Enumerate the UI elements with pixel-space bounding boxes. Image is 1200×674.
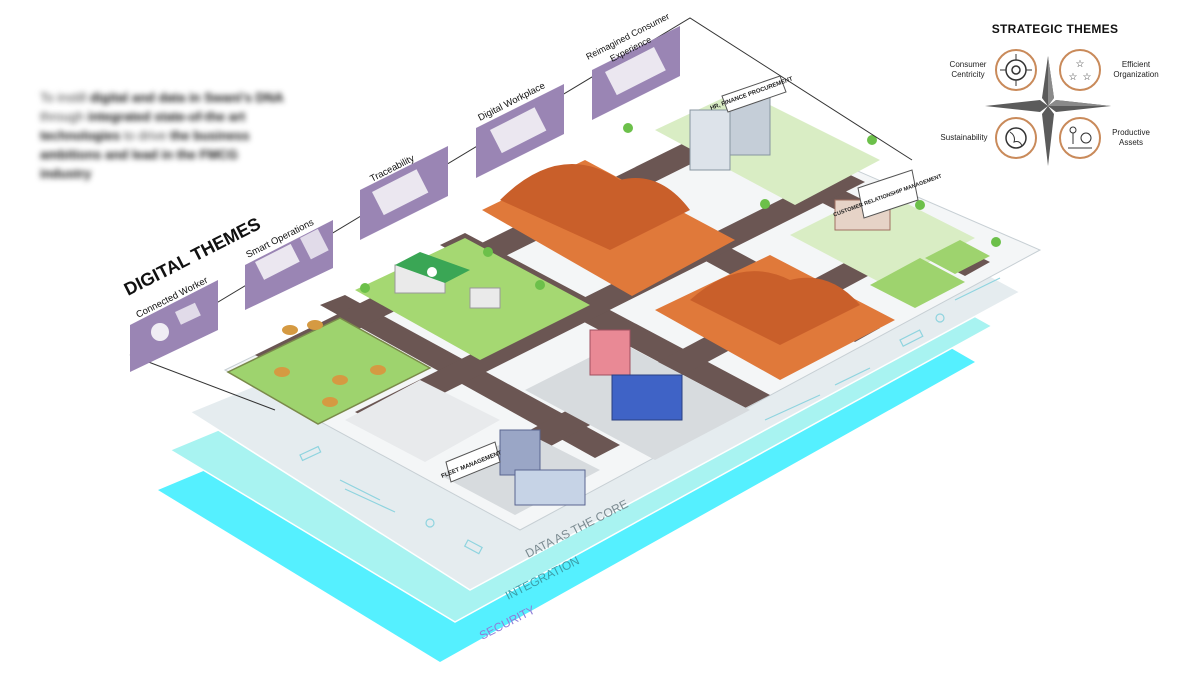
- data-layer-ui-marks: [299, 277, 1001, 555]
- theme-card-digital-workplace: [476, 84, 564, 178]
- person-coin-icon: [1059, 117, 1101, 159]
- svg-text:☆: ☆: [1076, 59, 1085, 70]
- theme-card-connected-worker: [130, 280, 218, 372]
- intro-seg-3: integrated state-of-the art technologies: [40, 109, 246, 143]
- intro-seg-2: through: [40, 109, 88, 124]
- strategic-label-consumer-centricity: Consumer Centricity: [949, 60, 987, 79]
- strategic-label-productive-assets: Productive Assets: [1112, 128, 1150, 147]
- target-icon: [995, 49, 1037, 91]
- svg-text:☆: ☆: [1069, 72, 1078, 83]
- processing-block: [345, 380, 500, 462]
- compass-diagram: ☆ ☆ ☆: [985, 49, 1111, 166]
- intro-seg-1: digital and data in Swani's DNA: [89, 90, 284, 105]
- strategic-label-efficient-organization: Efficient Organization: [1113, 60, 1159, 79]
- intro-seg-0: To instill: [40, 90, 90, 105]
- camels: [274, 320, 386, 407]
- theme-card-smart-operations: [245, 220, 333, 310]
- globe-icon: [995, 117, 1037, 159]
- strategic-themes-panel: STRATEGIC THEMES ☆ ☆ ☆: [930, 18, 1180, 168]
- intro-seg-4: to drive: [120, 128, 171, 143]
- intro-text: To instill digital and data in Swani's D…: [40, 88, 290, 183]
- theme-card-consumer-experience: [592, 26, 680, 120]
- svg-text:☆: ☆: [1083, 72, 1092, 83]
- camel-field: [226, 317, 432, 425]
- trees: [360, 123, 1001, 293]
- strategic-label-sustainability: Sustainability: [940, 133, 988, 142]
- compass-star-icon: [985, 56, 1111, 166]
- intro-seg-5: the business ambitions and lead in the F…: [40, 128, 250, 181]
- stars-icon: ☆ ☆ ☆: [1059, 49, 1101, 91]
- strategic-themes-title: STRATEGIC THEMES: [991, 22, 1119, 36]
- theme-card-traceability: [360, 146, 448, 240]
